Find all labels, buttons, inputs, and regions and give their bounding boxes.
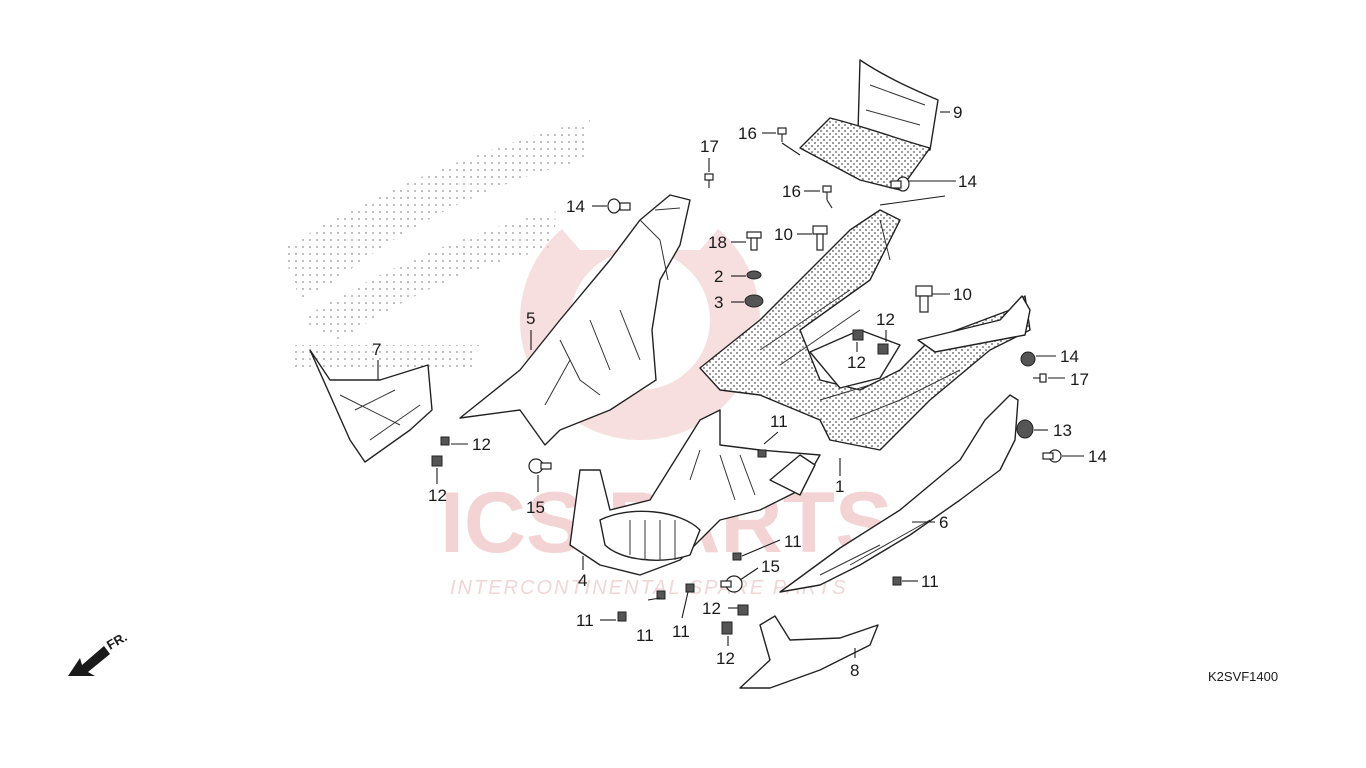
callout-14[interactable]: 14	[1060, 347, 1079, 366]
callout-6[interactable]: 6	[939, 513, 948, 532]
callout-16[interactable]: 16	[738, 124, 757, 143]
callout-3[interactable]: 3	[714, 293, 723, 312]
callout-12[interactable]: 12	[702, 599, 721, 618]
fr-label: FR.	[104, 629, 130, 652]
callout-labels: 9 16 16 17 14 14 18 10 10 2 3 5 12 12 7 …	[372, 103, 1107, 680]
callout-7[interactable]: 7	[372, 340, 381, 359]
part-floor-panel[interactable]	[699, 209, 1031, 451]
callout-10[interactable]: 10	[774, 225, 793, 244]
callout-1[interactable]: 1	[835, 477, 844, 496]
washer-icon[interactable]	[746, 270, 762, 280]
watermark-tagline: INTERCONTINENTAL SPARE PARTS	[450, 577, 848, 599]
cap-icon[interactable]	[1016, 419, 1034, 439]
nut-icon[interactable]	[852, 329, 864, 341]
screw-icon[interactable]	[777, 127, 787, 142]
callout-9[interactable]: 9	[953, 103, 962, 122]
part-left-side-cover[interactable]	[459, 194, 691, 446]
screw-icon[interactable]	[528, 458, 552, 474]
bolt-icon[interactable]	[812, 225, 828, 251]
screw-icon[interactable]	[757, 449, 767, 458]
callout-14[interactable]: 14	[958, 172, 977, 191]
callout-12[interactable]: 12	[472, 435, 491, 454]
callout-17[interactable]: 17	[1070, 370, 1089, 389]
bolt-icon[interactable]	[746, 231, 762, 251]
screw-icon[interactable]	[1033, 373, 1047, 383]
callout-11[interactable]: 11	[636, 626, 654, 645]
callout-11[interactable]: 11	[672, 622, 690, 641]
callout-4[interactable]: 4	[578, 571, 587, 590]
callout-11[interactable]: 11	[770, 412, 788, 431]
callout-18[interactable]: 18	[708, 233, 727, 252]
clip-icon[interactable]	[1042, 449, 1062, 463]
callout-10[interactable]: 10	[953, 285, 972, 304]
part-front-left-panel[interactable]	[309, 349, 433, 463]
screw-icon[interactable]	[822, 185, 832, 200]
callout-8[interactable]: 8	[850, 661, 859, 680]
callout-13[interactable]: 13	[1053, 421, 1072, 440]
callout-12[interactable]: 12	[876, 310, 895, 329]
clip-icon[interactable]	[607, 198, 631, 214]
screw-icon[interactable]	[732, 552, 742, 561]
callout-5[interactable]: 5	[526, 309, 535, 328]
callout-15[interactable]: 15	[761, 557, 780, 576]
callout-11[interactable]: 11	[784, 532, 802, 551]
part-mat-panel[interactable]	[799, 59, 939, 191]
screw-icon[interactable]	[656, 590, 666, 600]
nut-icon[interactable]	[877, 343, 889, 355]
callout-17[interactable]: 17	[700, 137, 719, 156]
clip-icon[interactable]	[1020, 351, 1036, 367]
callout-2[interactable]: 2	[714, 267, 723, 286]
screw-icon[interactable]	[617, 611, 627, 622]
callout-15[interactable]: 15	[526, 498, 545, 517]
callout-12[interactable]: 12	[847, 353, 866, 372]
nut-icon[interactable]	[721, 621, 733, 635]
nut-icon[interactable]	[737, 604, 749, 616]
callout-16[interactable]: 16	[782, 182, 801, 201]
callout-11[interactable]: 11	[921, 572, 939, 591]
screw-icon[interactable]	[892, 576, 902, 586]
clip-icon[interactable]	[890, 176, 910, 192]
screw-icon[interactable]	[685, 583, 695, 593]
callout-14[interactable]: 14	[1088, 447, 1107, 466]
arrow-down-left-icon	[68, 646, 110, 676]
wing-logo-watermark	[282, 120, 590, 372]
diagram-code: K2SVF1400	[1208, 669, 1278, 684]
grommet-icon[interactable]	[744, 294, 764, 308]
front-direction-arrow: FR.	[68, 629, 130, 676]
screw-icon[interactable]	[720, 575, 743, 593]
callout-12[interactable]: 12	[428, 486, 447, 505]
leader-lines	[377, 111, 1084, 658]
nut-icon[interactable]	[440, 436, 450, 446]
part-lower-trim[interactable]	[739, 615, 879, 689]
callout-12[interactable]: 12	[716, 649, 735, 668]
part-right-side-cover[interactable]	[779, 394, 1019, 593]
callout-14[interactable]: 14	[566, 197, 585, 216]
hardware	[431, 127, 1062, 635]
nut-icon[interactable]	[431, 455, 443, 467]
bolt-icon[interactable]	[915, 285, 933, 313]
callout-11[interactable]: 11	[576, 611, 594, 630]
screw-icon[interactable]	[704, 173, 714, 188]
